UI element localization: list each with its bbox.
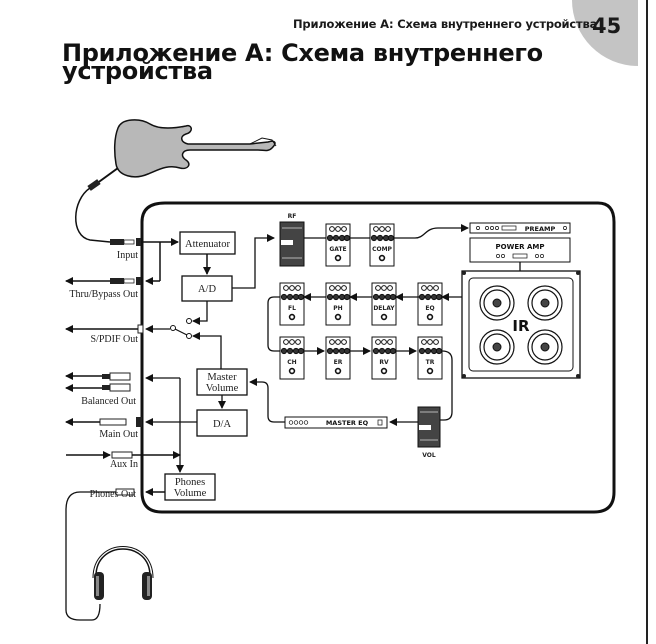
spdif-out-label: S/PDIF Out — [90, 334, 138, 345]
ch-pedal-icon: CH — [279, 336, 305, 380]
attenuator-block: Attenuator — [179, 231, 236, 255]
gate-pedal-icon: GATE — [325, 223, 351, 267]
speaker-cone-icon — [479, 329, 515, 365]
headphones-icon — [92, 546, 154, 600]
rf-pedal-icon: RF — [279, 213, 305, 267]
phones-out-label: Phones Out — [90, 489, 137, 500]
running-header: Приложение A: Схема внутреннего устройст… — [293, 17, 598, 31]
eq-pedal-icon: EQ — [417, 282, 443, 326]
speaker-cone-icon — [527, 329, 563, 365]
page-number: 45 — [592, 14, 622, 38]
speaker-cone-icon — [479, 285, 515, 321]
ch-pedal-label: CH — [287, 359, 296, 366]
svg-text:Phones: Phones — [175, 477, 205, 488]
svg-text:VOL: VOL — [422, 452, 436, 459]
master-volume-block: Master Volume — [196, 368, 248, 396]
fl-pedal-label: FL — [288, 305, 296, 312]
speaker-cabinet-icon: IR — [461, 270, 581, 379]
tr-pedal-label: TR — [426, 359, 435, 366]
ad-converter-block: A/D — [181, 275, 233, 302]
guitar-icon — [87, 119, 277, 191]
guitar-cable — [75, 187, 111, 243]
da-converter-block: D/A — [196, 409, 248, 437]
rv-pedal-label: RV — [379, 359, 389, 366]
phones-cable — [65, 491, 116, 621]
rv-pedal-icon: RV — [371, 336, 397, 380]
power-amp-unit-icon: POWER AMP — [469, 237, 571, 263]
input-label: Input — [117, 250, 138, 261]
delay-pedal-label: DELAY — [373, 305, 395, 312]
output-switch-icon — [145, 318, 192, 339]
io-connections — [65, 238, 181, 496]
page-edge-rule — [646, 0, 648, 644]
svg-text:Volume: Volume — [206, 383, 239, 394]
tr-pedal-icon: TR — [417, 336, 443, 380]
svg-text:RF: RF — [288, 213, 297, 220]
main-out-label: Main Out — [99, 429, 138, 440]
page-title: Приложение A: Схема внутреннего устройст… — [62, 39, 543, 85]
thru-jack-icon — [110, 278, 124, 284]
eq-pedal-label: EQ — [425, 305, 434, 312]
speaker-cone-icon — [527, 285, 563, 321]
svg-text:Attenuator: Attenuator — [185, 239, 230, 250]
ph-pedal-icon: PH — [325, 282, 351, 326]
thru-bypass-out-label: Thru/Bypass Out — [69, 289, 138, 300]
svg-text:IR: IR — [512, 317, 530, 335]
gate-pedal-label: GATE — [329, 246, 346, 253]
er-pedal-label: ER — [334, 359, 343, 366]
vol-pedal-icon: VOL — [417, 406, 441, 459]
comp-pedal-label: COMP — [372, 246, 392, 253]
fl-pedal-icon: FL — [279, 282, 305, 326]
phones-volume-block: Phones Volume — [164, 473, 216, 501]
svg-text:PREAMP: PREAMP — [525, 225, 556, 233]
svg-text:MASTER EQ: MASTER EQ — [326, 419, 369, 427]
comp-pedal-icon: COMP — [369, 223, 395, 267]
input-jack-icon — [110, 239, 124, 245]
svg-text:Volume: Volume — [174, 488, 207, 499]
svg-text:A/D: A/D — [198, 284, 217, 295]
balanced-out-label: Balanced Out — [81, 396, 136, 407]
device-outline — [140, 201, 616, 514]
ph-pedal-label: PH — [333, 305, 342, 312]
svg-text:Master: Master — [207, 372, 237, 383]
master-eq-unit-icon: MASTER EQ — [284, 416, 388, 429]
svg-text:D/A: D/A — [213, 419, 232, 430]
er-pedal-icon: ER — [325, 336, 351, 380]
delay-pedal-icon: DELAY — [371, 282, 397, 326]
aux-in-label: Aux In — [110, 459, 138, 470]
svg-text:POWER AMP: POWER AMP — [496, 243, 545, 251]
preamp-unit-icon: PREAMP — [469, 222, 571, 234]
